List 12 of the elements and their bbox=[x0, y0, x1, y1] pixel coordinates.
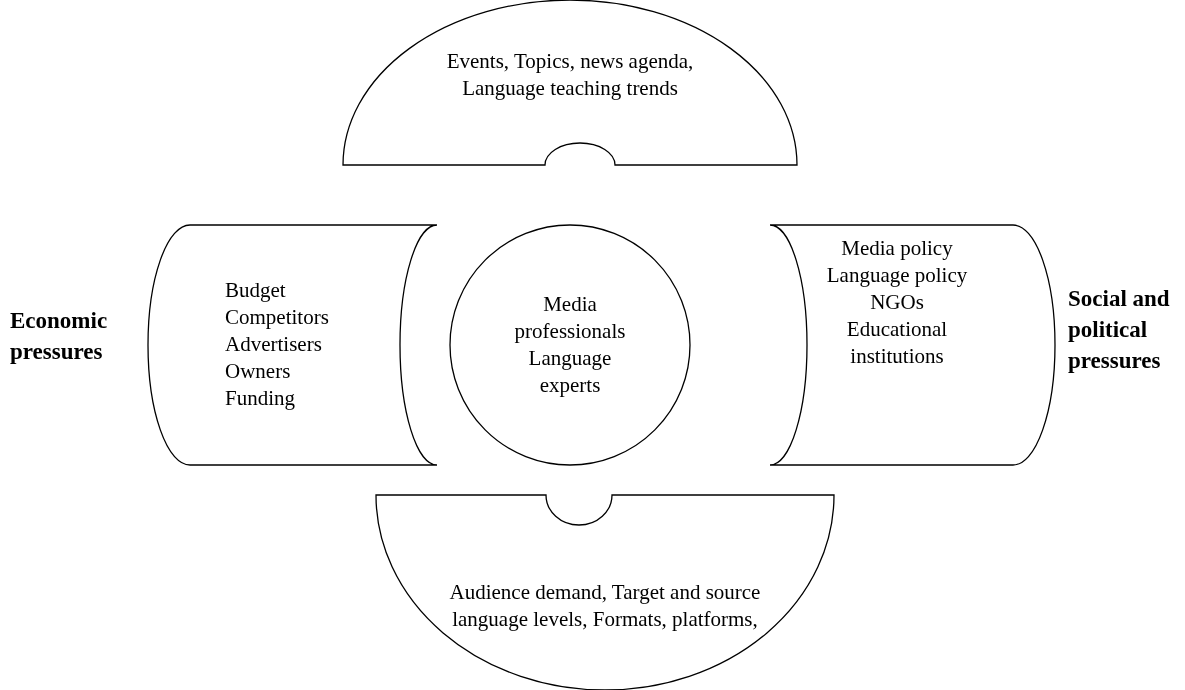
side-heading: Social and political pressures bbox=[1068, 285, 1171, 375]
node-text: Budget Competitors Advertisers Owners Funding bbox=[225, 277, 329, 412]
scroll-panel bbox=[148, 225, 437, 465]
circle-node bbox=[450, 225, 690, 465]
node-text: Audience demand, Target and source language levels, Formats, platforms, bbox=[448, 579, 762, 633]
side-heading: Economic pressures bbox=[10, 307, 109, 366]
bowl-panel bbox=[376, 495, 834, 690]
dome-panel bbox=[343, 0, 797, 165]
node-text: Media policy Language policy NGOs Educational institutions bbox=[825, 235, 969, 370]
node-text: Media professionals Language experts bbox=[513, 291, 627, 399]
scroll-panel bbox=[770, 225, 1055, 465]
node-text: Events, Topics, news agenda, Language teaching trends bbox=[445, 48, 695, 102]
